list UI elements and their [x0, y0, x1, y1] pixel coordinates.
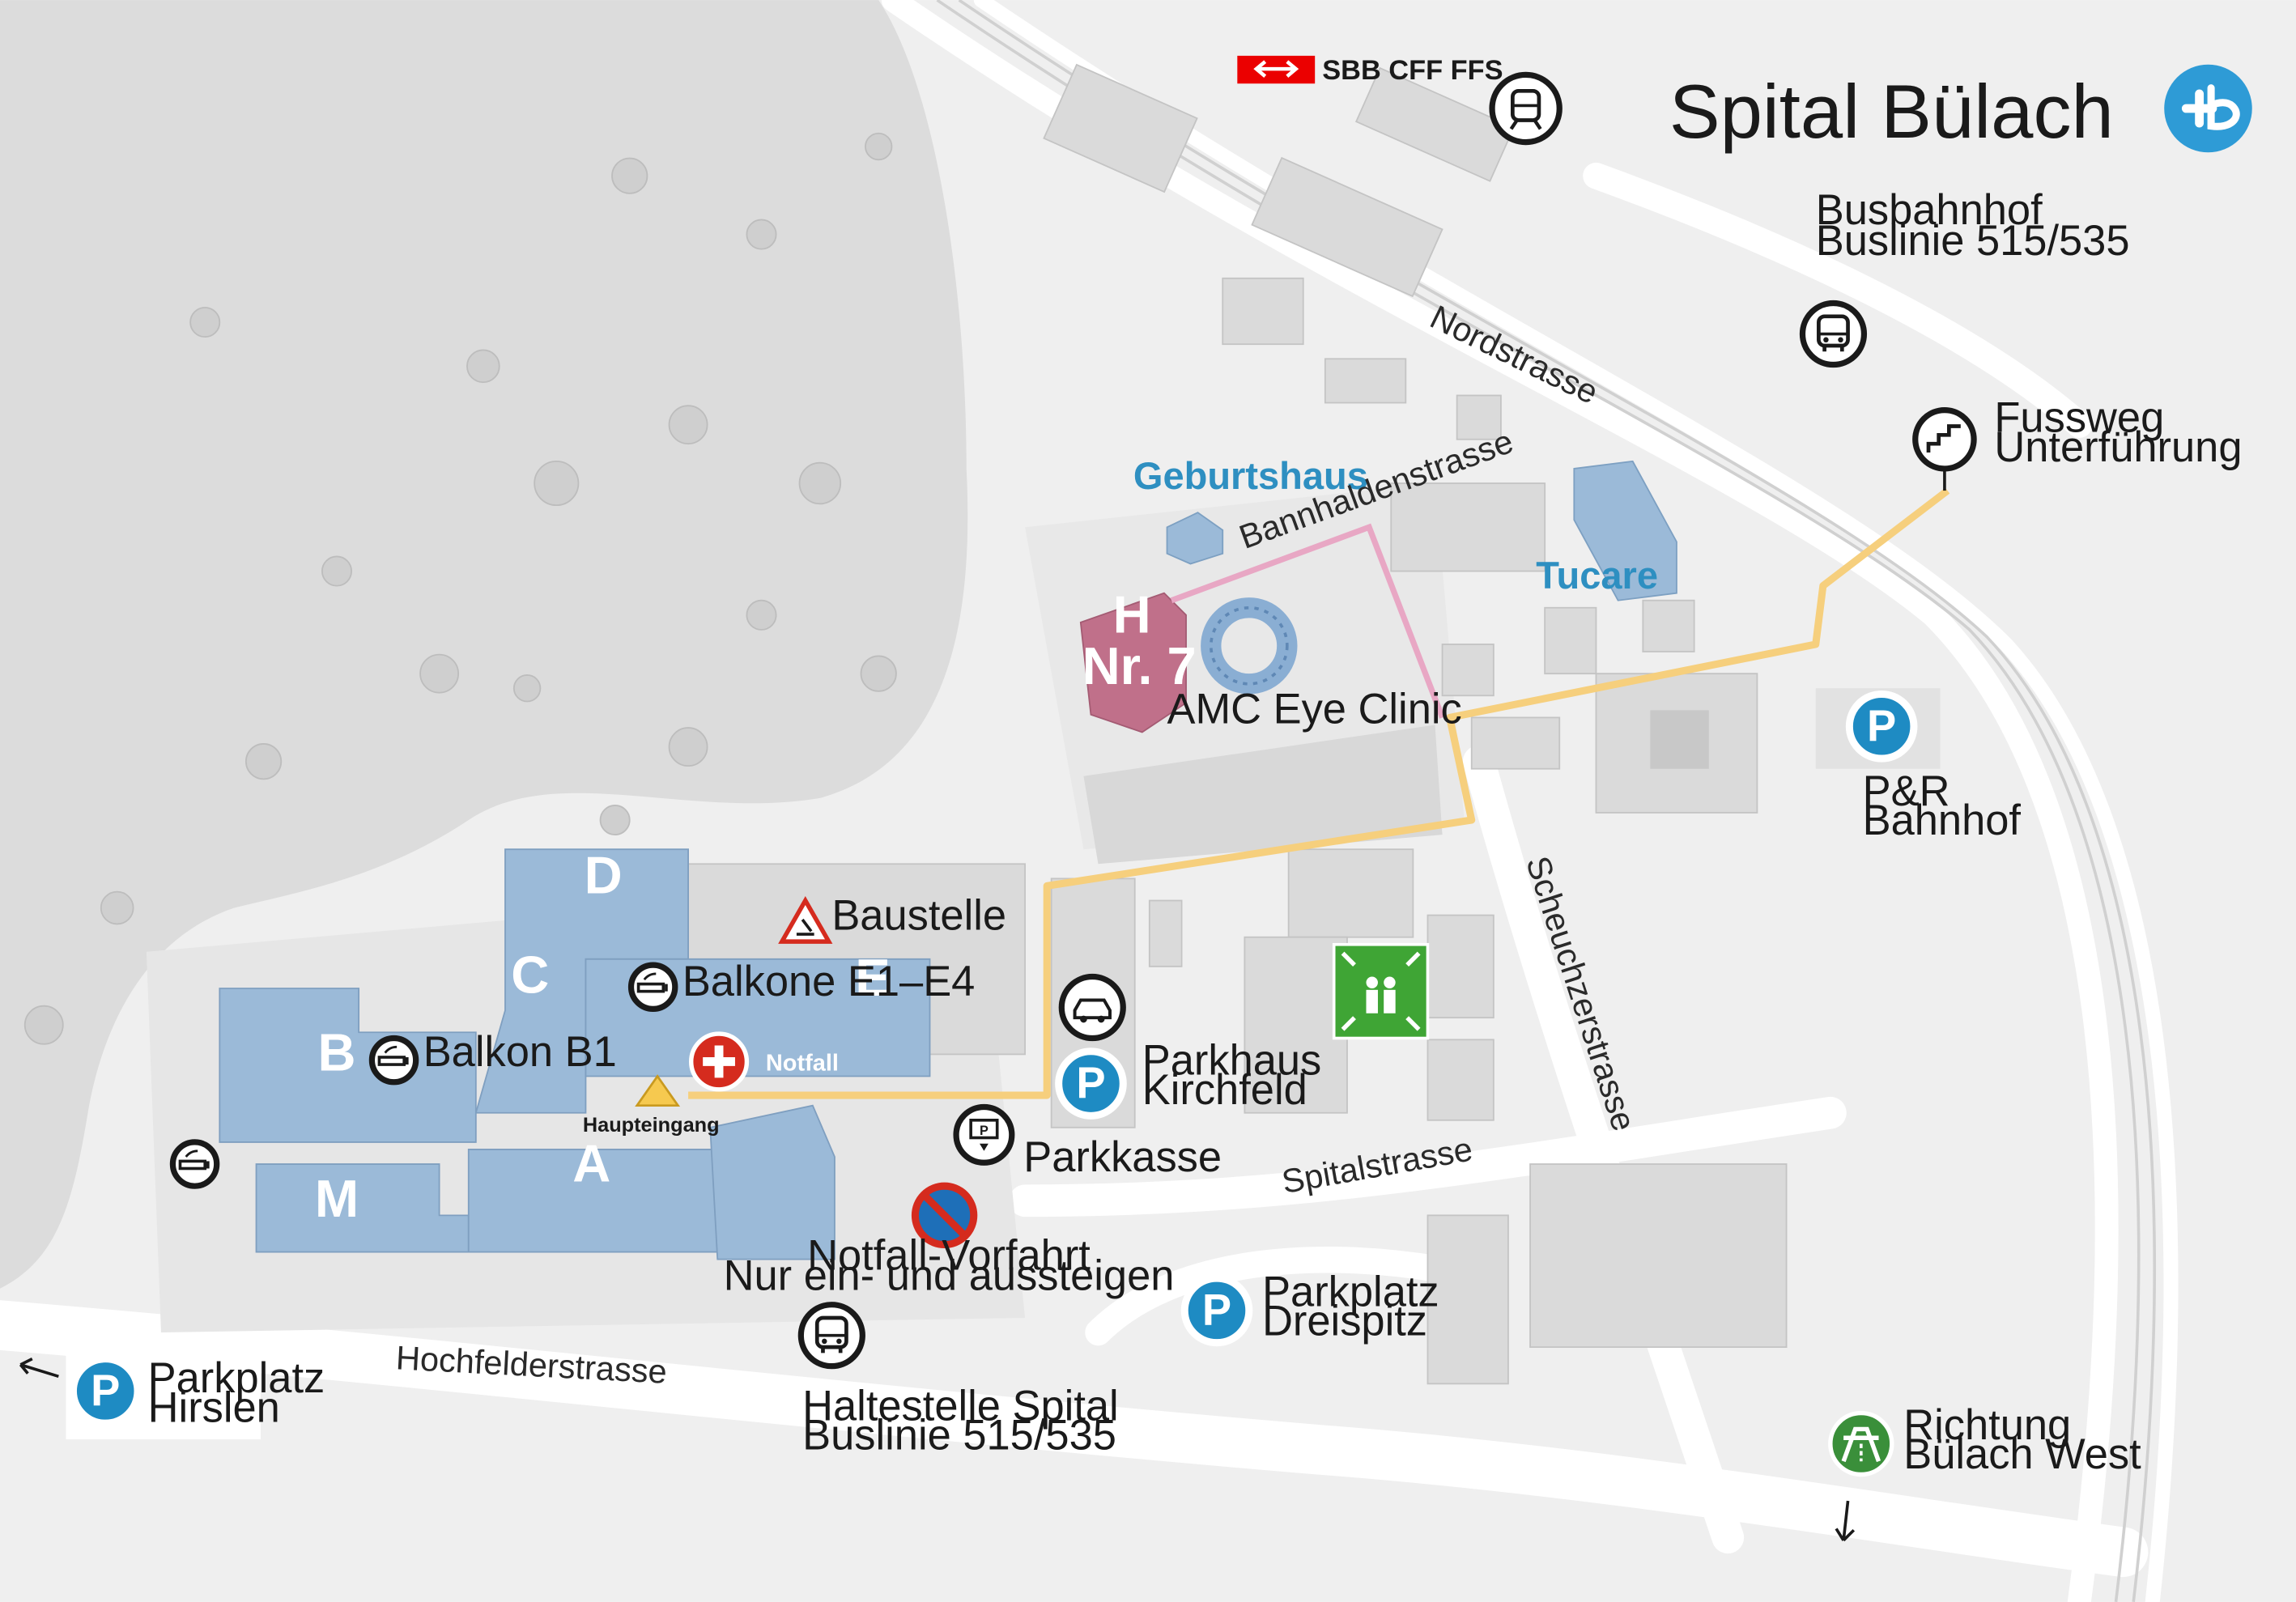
- tucare-label: Tucare: [1536, 554, 1658, 597]
- route-pink: [1170, 523, 1445, 719]
- motorway-icon: [1828, 1410, 1894, 1477]
- notfall-vorfahrt-label: Notfall-Vorfahrt: [807, 1232, 1091, 1279]
- balkon-b1-label: Balkon B1: [423, 1029, 617, 1076]
- construction-warning-icon: [778, 896, 833, 944]
- hirslen-sublabel: Hirslen: [148, 1384, 280, 1431]
- bus-icon: [1802, 304, 1864, 365]
- building-h-label: H: [1113, 585, 1151, 644]
- dreispitz-label: Parkplatz: [1262, 1268, 1439, 1315]
- brand-title: Spital Bülach: [1669, 69, 2114, 154]
- emergency-icon: [688, 1031, 750, 1092]
- amc-label: AMC Eye Clinic: [1167, 686, 1462, 733]
- brand-logo-icon: [2164, 64, 2252, 153]
- route-yellow: [688, 487, 1950, 1099]
- train-icon: [1489, 71, 1563, 146]
- pr-sublabel: Bahnhof: [1863, 797, 2022, 844]
- bus-icon: [801, 1305, 862, 1366]
- dreispitz-sublabel: Dreispitz: [1262, 1298, 1427, 1345]
- parking-icon: [1849, 694, 1914, 759]
- parkkasse-label: Parkkasse: [1023, 1134, 1222, 1181]
- parking-icon: [1184, 1278, 1249, 1343]
- haltestelle-lines: Buslinie 515/535: [802, 1413, 1116, 1460]
- smoking-icon: [172, 1142, 216, 1186]
- parkhaus-label: Parkhaus: [1142, 1038, 1322, 1085]
- building-e-label: E: [855, 948, 890, 1007]
- pr-label: P&R: [1863, 768, 1950, 815]
- building-d-label: D: [585, 845, 623, 904]
- fussweg-label: Fussweg: [1994, 395, 2164, 442]
- fussweg-sublabel: Unterführung: [1994, 424, 2242, 471]
- building-c-label: C: [511, 945, 549, 1004]
- haupteingang-label: Haupteingang: [583, 1114, 720, 1137]
- parking-icon: [73, 1359, 138, 1424]
- richtung-sublabel: Bülach West: [1903, 1431, 2141, 1478]
- parkhaus-sublabel: Kirchfeld: [1142, 1067, 1307, 1114]
- sbb-label: SBB CFF FFS: [1322, 55, 1503, 86]
- busbahnhof-label: Busbahnhof: [1816, 187, 2043, 234]
- assembly-point-icon: [1332, 942, 1430, 1040]
- building-h: [1079, 592, 1187, 733]
- richtung-label: Richtung: [1903, 1402, 2071, 1449]
- arrow-left-icon: [19, 1357, 59, 1379]
- hirslen-label: Parkplatz: [148, 1355, 325, 1402]
- building-a-label: A: [572, 1134, 610, 1193]
- building-b-label: B: [317, 1022, 355, 1081]
- svg-text:P: P: [980, 1124, 989, 1138]
- balkone-e-label: Balkone E1–E4: [682, 958, 976, 1005]
- notfall-label: Notfall: [766, 1050, 839, 1076]
- building-nr7-label: Nr. 7: [1082, 636, 1197, 695]
- notfall-vorfahrt-sublabel: Nur ein- und aussteigen: [724, 1253, 1175, 1300]
- parking-ticket-icon: P: [953, 1103, 1015, 1166]
- baustelle-label: Baustelle: [831, 893, 1006, 940]
- haltestelle-label: Haltestelle Spital: [802, 1383, 1119, 1430]
- building-m-label: M: [315, 1169, 359, 1228]
- stairs-icon: [1912, 406, 1977, 491]
- busbahnhof-lines: Buslinie 515/535: [1816, 218, 2130, 265]
- no-parking-icon: [911, 1182, 978, 1249]
- smoking-icon: [631, 965, 675, 1009]
- entrance-marker-icon: [635, 1074, 681, 1107]
- parking-icon: [1059, 1052, 1124, 1116]
- smoking-icon: [372, 1039, 415, 1082]
- geburtshaus-label: Geburtshaus: [1133, 454, 1368, 497]
- ev-charging-icon: [1058, 973, 1126, 1042]
- sbb-logo: SBB CFF FFS: [1237, 55, 1503, 86]
- field-area: [0, 0, 968, 1289]
- arrow-down-icon: [1835, 1500, 1856, 1542]
